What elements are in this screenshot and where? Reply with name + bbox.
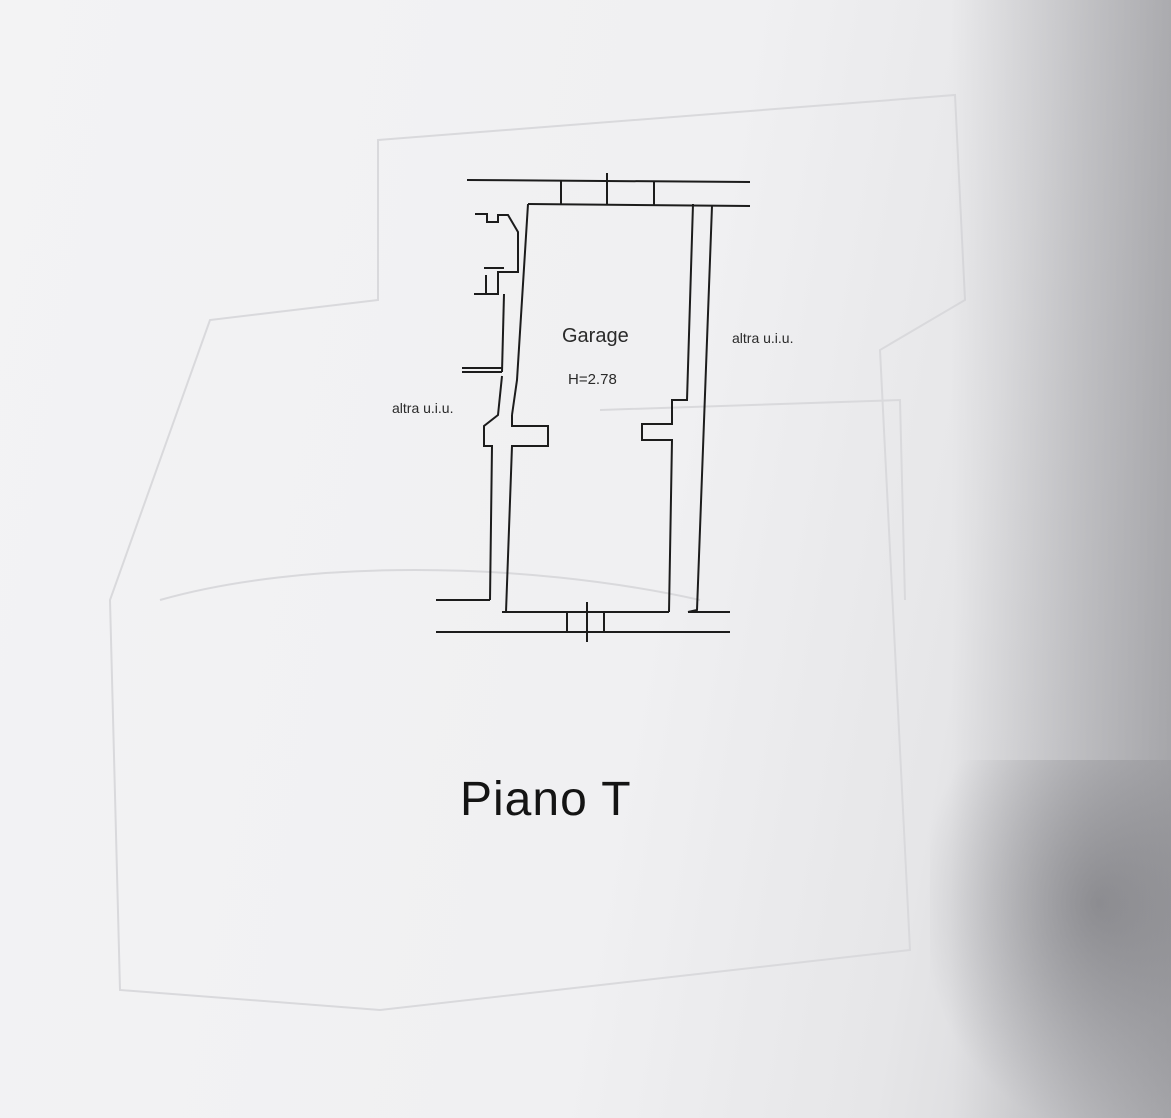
top-boundary-line	[466, 179, 751, 183]
left-outer-wall-mid	[501, 293, 505, 373]
top-inner-line	[527, 203, 751, 207]
floor-title: Piano T	[460, 773, 632, 826]
garage-left-wall-upper	[511, 203, 529, 416]
room-name-label: Garage	[562, 325, 629, 347]
neighbor-unit-left-label: altra u.i.u.	[392, 400, 454, 416]
left-outer-wall-lower	[483, 375, 503, 601]
neighbor-unit-right-label: altra u.i.u.	[732, 330, 794, 346]
garage-right-wall	[641, 203, 694, 613]
garage-left-wall-lower	[505, 415, 549, 613]
left-outer-stepped-wall	[474, 213, 519, 295]
room-height-label: H=2.78	[568, 371, 617, 388]
